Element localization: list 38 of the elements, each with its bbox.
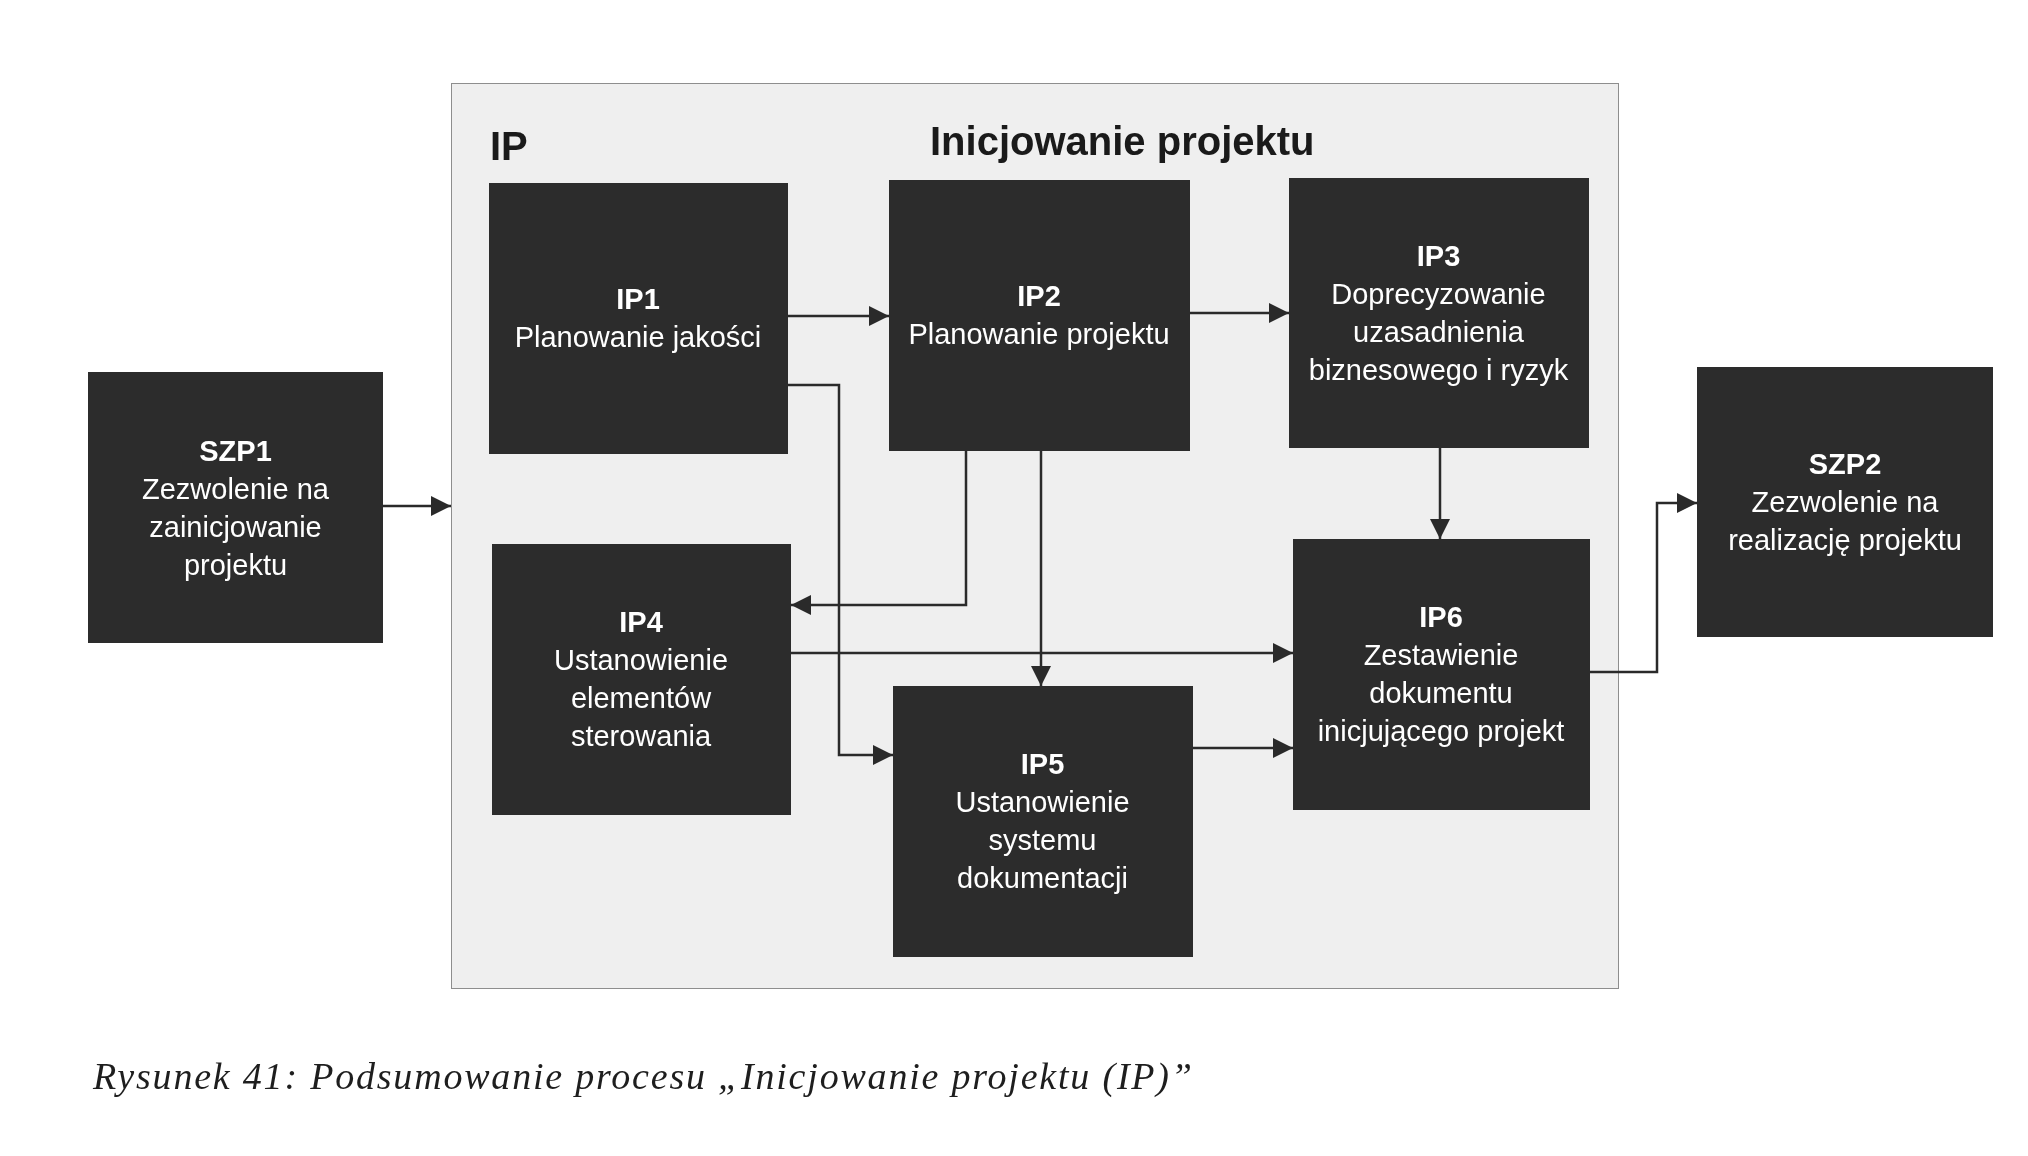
group-id: IP: [490, 123, 528, 170]
process-id: SZP1: [199, 433, 272, 469]
process-group-panel: [451, 83, 1619, 989]
process-title: Ustanowienie elementów sterowania: [552, 643, 730, 754]
process-id: IP5: [1020, 747, 1065, 782]
process-id: SZP2: [1808, 447, 1882, 482]
arrow: [1193, 738, 1293, 758]
process-box: [888, 179, 1190, 451]
process-title: Zezwolenie na zainicjowanie projektu: [141, 471, 330, 583]
figure-caption: Rysunek 41: Podsumowanie procesu „Inicjowanie projektu (IP)”: [93, 1054, 1194, 1098]
process-title: Zestawienie dokumentu inicjującego projekt: [1316, 638, 1566, 749]
arrow: [791, 451, 968, 615]
process-box: [1697, 367, 1993, 637]
arrow: [1031, 451, 1051, 686]
arrow: [1190, 303, 1289, 323]
process-box: [88, 372, 383, 643]
process-title: Doprecyzowanie uzasadnienia biznesowego i ryzyk: [1307, 276, 1570, 388]
process-title: Planowanie projektu: [908, 317, 1170, 352]
arrow: [1430, 448, 1450, 539]
process-id: IP3: [1416, 238, 1461, 274]
process-box: [491, 543, 791, 815]
arrow: [788, 383, 893, 765]
process-id: IP2: [1017, 279, 1061, 314]
process-title: Planowanie jakości: [514, 320, 762, 355]
arrow: [791, 643, 1293, 663]
process-id: IP6: [1419, 600, 1463, 635]
process-id: IP4: [619, 605, 663, 640]
process-box: [1288, 177, 1589, 448]
process-box: [488, 182, 788, 454]
process-id: IP1: [616, 282, 660, 317]
group-title: Inicjowanie projektu: [930, 118, 1315, 165]
process-title: Zezwolenie na realizację projektu: [1727, 485, 1963, 558]
arrow: [788, 306, 889, 326]
process-title: Ustanowienie systemu dokumentacji: [954, 785, 1131, 896]
arrow: [383, 496, 451, 516]
arrow: [1590, 493, 1697, 674]
process-box: [1292, 538, 1590, 810]
process-box: [892, 685, 1193, 957]
